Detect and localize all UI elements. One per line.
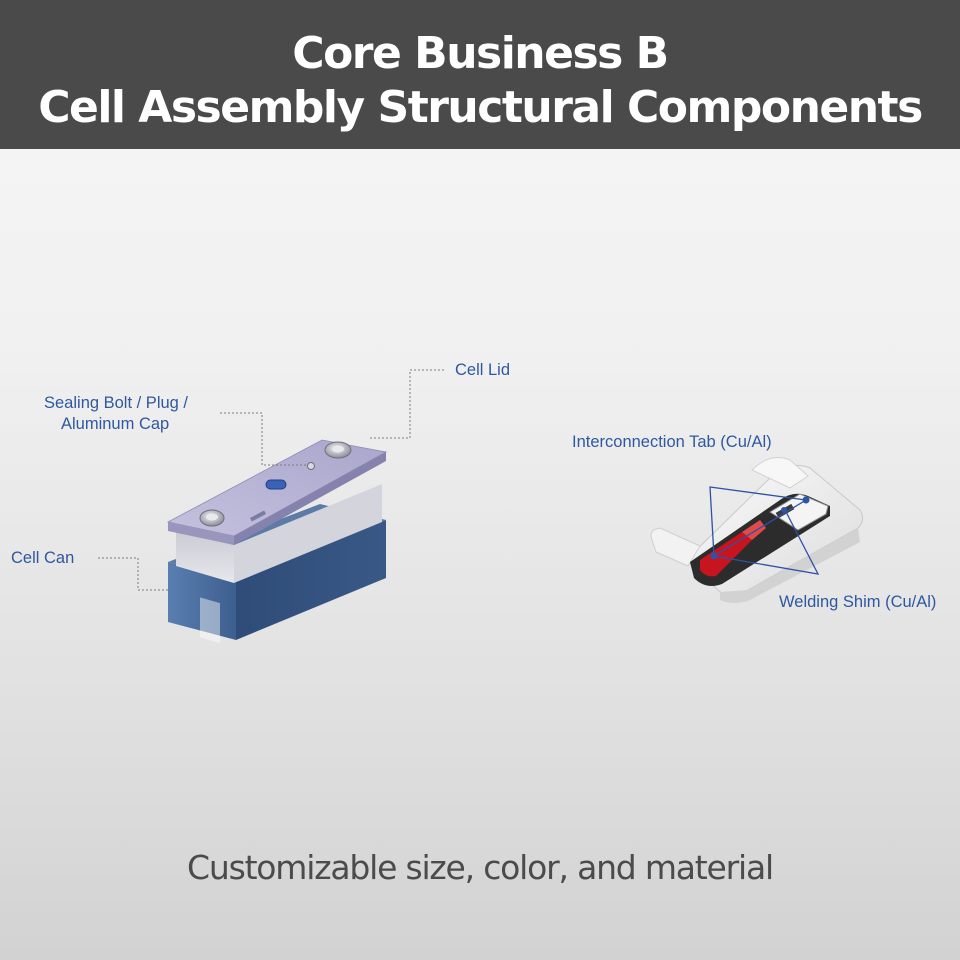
cell-can-label: Cell Can <box>11 549 75 567</box>
interconnection-tab-illustration <box>650 457 864 603</box>
interconnection-tab-part <box>700 532 752 577</box>
welding-shim-callout <box>713 507 820 575</box>
tab-callout-dot-1 <box>710 552 718 560</box>
sealing-bolt-label-line-1: Sealing Bolt / Plug / <box>44 394 189 412</box>
sealing-bolt-leader-line <box>220 412 308 466</box>
cell-lid-side-edge <box>234 452 386 545</box>
cell-can-leader-line <box>98 557 168 591</box>
cell-can-side <box>236 520 386 640</box>
component-diagram <box>98 369 864 644</box>
cell-body-side <box>234 484 382 583</box>
cell-body-edge <box>200 597 220 644</box>
interconnection-tab-callout <box>709 486 808 558</box>
fixture-back-arm <box>751 457 809 489</box>
tab-callout-dot-2 <box>802 496 810 504</box>
fixture-front-face <box>720 528 860 603</box>
fixture-left-arm <box>650 527 701 567</box>
lid-slot <box>249 510 267 522</box>
negative-terminal-center <box>206 513 218 521</box>
interconnection-tab-label: Interconnection Tab (Cu/Al) <box>572 433 772 451</box>
title-banner: Core Business B Cell Assembly Structural… <box>0 0 960 149</box>
title-line-2: Cell Assembly Structural Components <box>38 82 923 133</box>
cell-can-front <box>168 562 236 640</box>
shim-callout-dot <box>781 507 787 513</box>
cell-lid-front-edge <box>168 522 234 545</box>
positive-terminal-center <box>332 445 344 453</box>
sealing-bolt <box>307 462 315 470</box>
footer-caption: Customizable size, color, and material <box>187 848 774 887</box>
safety-vent <box>265 479 287 490</box>
sealing-bolt-label-line-2: Aluminum Cap <box>61 415 170 433</box>
cell-lid-leader-line <box>370 369 444 439</box>
welding-shim-label: Welding Shim (Cu/Al) <box>779 593 937 611</box>
prismatic-cell-illustration <box>98 369 444 644</box>
cell-lid-label: Cell Lid <box>455 361 511 379</box>
title-line-1: Core Business B <box>292 28 669 79</box>
